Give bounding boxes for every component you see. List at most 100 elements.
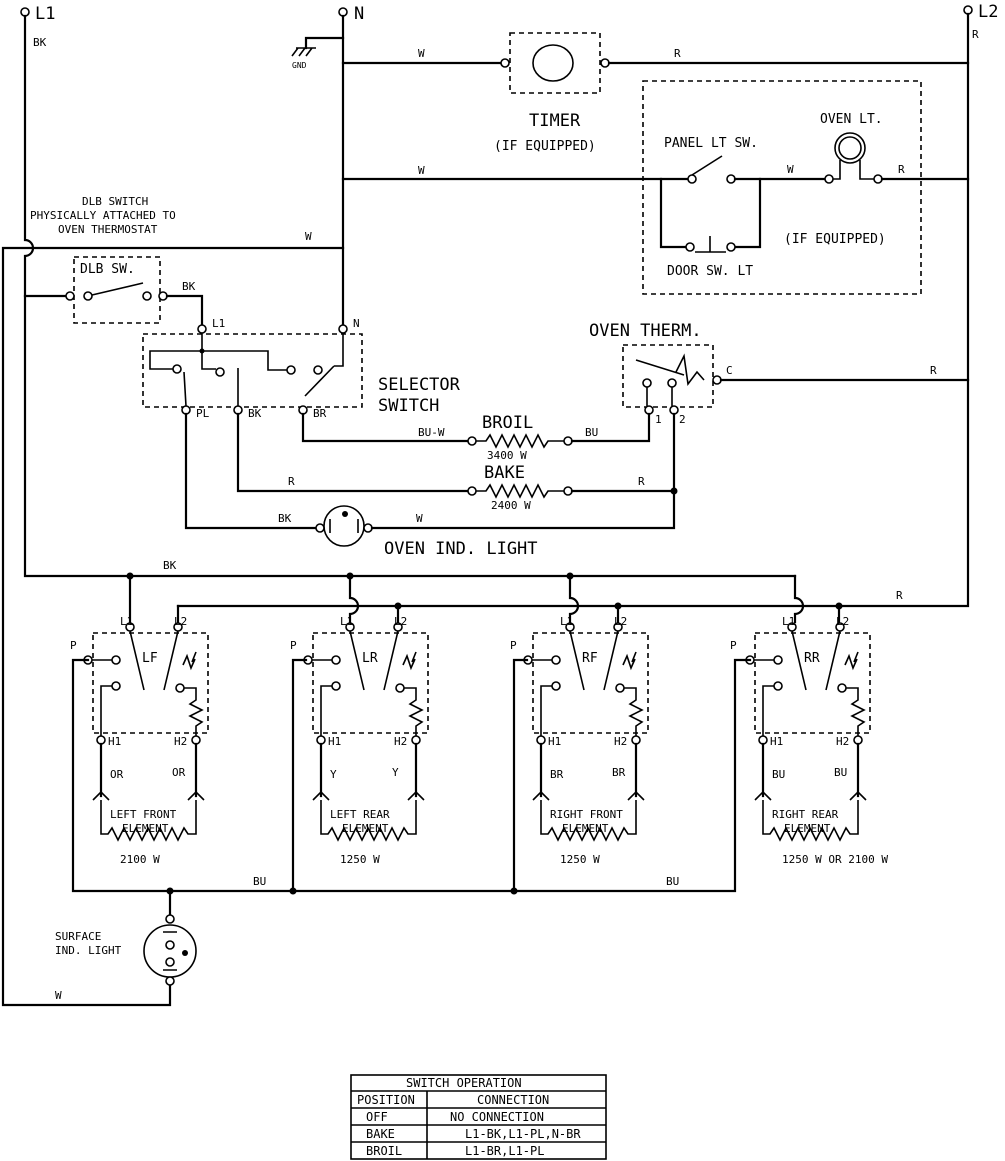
n-label: N bbox=[354, 4, 364, 24]
unit-h2-label: H2 bbox=[836, 735, 849, 748]
door-switch bbox=[695, 236, 726, 253]
svg-text:W: W bbox=[418, 47, 425, 60]
unit-l1-label: L1 bbox=[340, 615, 353, 628]
lamp-circuit-box bbox=[642, 80, 922, 295]
dlb-note-line3: OVEN THERMOSTAT bbox=[58, 223, 158, 236]
timer-note: (IF EQUIPPED) bbox=[494, 139, 596, 154]
broil-element-icon bbox=[476, 433, 564, 449]
dlb-note-line1: DLB SWITCH bbox=[82, 195, 148, 208]
selector-title-2: SWITCH bbox=[378, 396, 439, 416]
unit-wire-color: BR bbox=[550, 768, 564, 781]
broil-watts: 3400 W bbox=[487, 449, 527, 462]
element-label: ELEMENT bbox=[784, 822, 831, 835]
bus-taps bbox=[126, 572, 843, 624]
element-name: RIGHT FRONT bbox=[550, 808, 623, 821]
svg-text:BK: BK bbox=[248, 407, 262, 420]
unit-wire-color: BR bbox=[612, 766, 626, 779]
unit-h1-label: H1 bbox=[108, 735, 121, 748]
svg-text:W: W bbox=[787, 163, 794, 176]
surface-ind-label-2: IND. LIGHT bbox=[55, 944, 122, 957]
unit-id-label: RF bbox=[582, 651, 598, 666]
element-label: ELEMENT bbox=[562, 822, 609, 835]
unit-l2-label: L2 bbox=[394, 615, 407, 628]
unit-h1-label: H1 bbox=[770, 735, 783, 748]
svg-text:BU: BU bbox=[253, 875, 266, 888]
door-sw-label: DOOR SW. LT bbox=[667, 264, 753, 279]
unit-wire-color: OR bbox=[110, 768, 124, 781]
unit-wire-color: OR bbox=[172, 766, 186, 779]
unit-h2-label: H2 bbox=[174, 735, 187, 748]
svg-text:C: C bbox=[726, 364, 733, 377]
svg-text:BU: BU bbox=[585, 426, 598, 439]
unit-l1-label: L1 bbox=[782, 615, 795, 628]
element-name: RIGHT REAR bbox=[772, 808, 839, 821]
svg-text:P: P bbox=[70, 639, 77, 652]
element-watts: 1250 W bbox=[340, 853, 380, 866]
svg-text:R: R bbox=[930, 364, 937, 377]
unit-h1-label: H1 bbox=[328, 735, 341, 748]
dlb-box-label: DLB SW. bbox=[80, 262, 135, 277]
unit-l2-label: L2 bbox=[836, 615, 849, 628]
unit-l1-label: L1 bbox=[120, 615, 133, 628]
timer-title: TIMER bbox=[529, 111, 581, 131]
svg-text:P: P bbox=[290, 639, 297, 652]
l1-bus bbox=[23, 14, 797, 578]
table-cell: BAKE bbox=[366, 1127, 395, 1141]
svg-text:PL: PL bbox=[196, 407, 210, 420]
table-cell: L1-BR,L1-PL bbox=[465, 1144, 544, 1158]
lamp-box-note: (IF EQUIPPED) bbox=[784, 232, 886, 247]
selector-title-1: SELECTOR bbox=[378, 375, 461, 395]
svg-text:P: P bbox=[730, 639, 737, 652]
n-terminal bbox=[338, 7, 348, 17]
dlb-switch-box bbox=[73, 256, 161, 324]
unit-wire-color: BU bbox=[772, 768, 785, 781]
table-cell: NO CONNECTION bbox=[450, 1110, 544, 1124]
element-watts: 1250 W OR 2100 W bbox=[782, 853, 888, 866]
l2-bus bbox=[176, 12, 970, 608]
unit-id-label: LF bbox=[142, 651, 158, 666]
oven-lt-label: OVEN LT. bbox=[820, 112, 883, 127]
svg-text:BU: BU bbox=[666, 875, 679, 888]
svg-text:BR: BR bbox=[313, 407, 327, 420]
selector-switch-box bbox=[142, 333, 363, 408]
surface-ind-label-1: SURFACE bbox=[55, 930, 101, 943]
panel-light-switch bbox=[691, 155, 723, 176]
unit-id-label: LR bbox=[362, 651, 378, 666]
unit-l2-label: L2 bbox=[614, 615, 627, 628]
bu-bus bbox=[71, 658, 752, 893]
svg-text:W: W bbox=[416, 512, 423, 525]
unit-wire-color: Y bbox=[330, 768, 337, 781]
timer-motor-icon bbox=[532, 44, 574, 82]
svg-text:GND: GND bbox=[292, 61, 307, 70]
element-watts: 2100 W bbox=[120, 853, 160, 866]
table-title: SWITCH OPERATION bbox=[406, 1076, 522, 1090]
svg-text:R: R bbox=[288, 475, 295, 488]
l2-wire-color: R bbox=[972, 28, 979, 41]
unit-id-label: RR bbox=[804, 651, 820, 666]
svg-text:W: W bbox=[305, 230, 312, 243]
l2-label: L2 bbox=[978, 2, 998, 22]
element-watts: 1250 W bbox=[560, 853, 600, 866]
svg-text:N: N bbox=[353, 317, 360, 330]
table-header-position: POSITION bbox=[357, 1093, 415, 1107]
ground-symbol: GND bbox=[291, 36, 345, 70]
table-cell: L1-BK,L1-PL,N-BR bbox=[465, 1127, 581, 1141]
surface-light-return-wire bbox=[1, 246, 345, 1007]
unit-wire-color: BU bbox=[834, 766, 847, 779]
svg-text:BU-W: BU-W bbox=[418, 426, 445, 439]
bake-watts: 2400 W bbox=[491, 499, 531, 512]
oven-ind-light-label: OVEN IND. LIGHT bbox=[384, 539, 538, 559]
svg-text:P: P bbox=[510, 639, 517, 652]
oven-therm-box bbox=[622, 344, 714, 408]
bake-element-icon bbox=[476, 483, 564, 499]
svg-text:BK: BK bbox=[278, 512, 292, 525]
unit-h2-label: H2 bbox=[614, 735, 627, 748]
supply-terminals: L1 N L2 bbox=[20, 2, 998, 24]
l1-wire-color: BK bbox=[33, 36, 47, 49]
l1-label: L1 bbox=[35, 4, 55, 24]
svg-text:1: 1 bbox=[655, 413, 662, 426]
svg-text:R: R bbox=[896, 589, 903, 602]
